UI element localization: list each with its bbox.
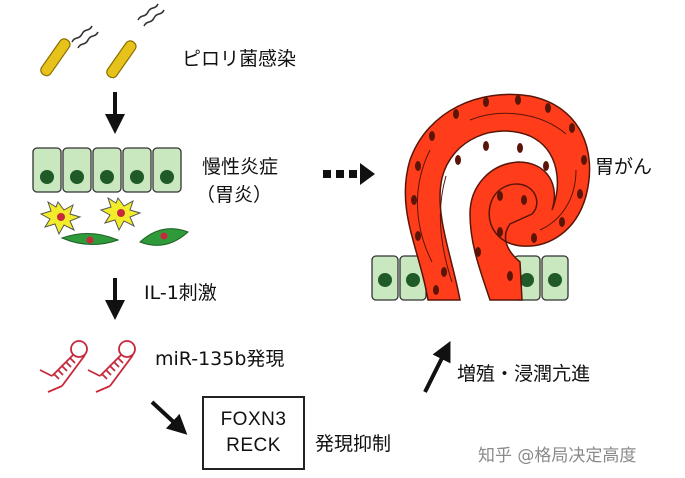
proliferation-label: 増殖・浸潤亢進: [457, 363, 591, 385]
immune-cells: [39, 196, 189, 246]
cancer-tissue: [404, 93, 591, 301]
cancer-label: 胃がん: [595, 156, 653, 178]
inflammation-label: 慢性炎症: [202, 156, 279, 178]
gene-reck: RECK: [226, 435, 281, 456]
dotted-arrow: [323, 163, 375, 185]
target-genes-box: FOXN3 RECK: [202, 396, 305, 470]
arrow-up: [423, 341, 451, 393]
suppression-label: 発現抑制: [315, 433, 392, 455]
gastritis-label: （胃炎）: [196, 184, 273, 206]
mirna-hairpin-icon: [39, 340, 136, 393]
normal-epithelium: [371, 255, 569, 301]
il1-label: IL-1刺激: [144, 282, 217, 304]
infection-label: ピロリ菌感染: [182, 48, 297, 70]
bacteria-icon: [40, 3, 165, 79]
mirna-label: miR-135b発現: [155, 348, 285, 370]
epithelial-cells: [32, 147, 182, 193]
arrow-diagonal: [150, 400, 188, 435]
gene-foxn3: FOXN3: [220, 409, 287, 431]
watermark: 知乎 @格局决定高度: [478, 446, 637, 466]
